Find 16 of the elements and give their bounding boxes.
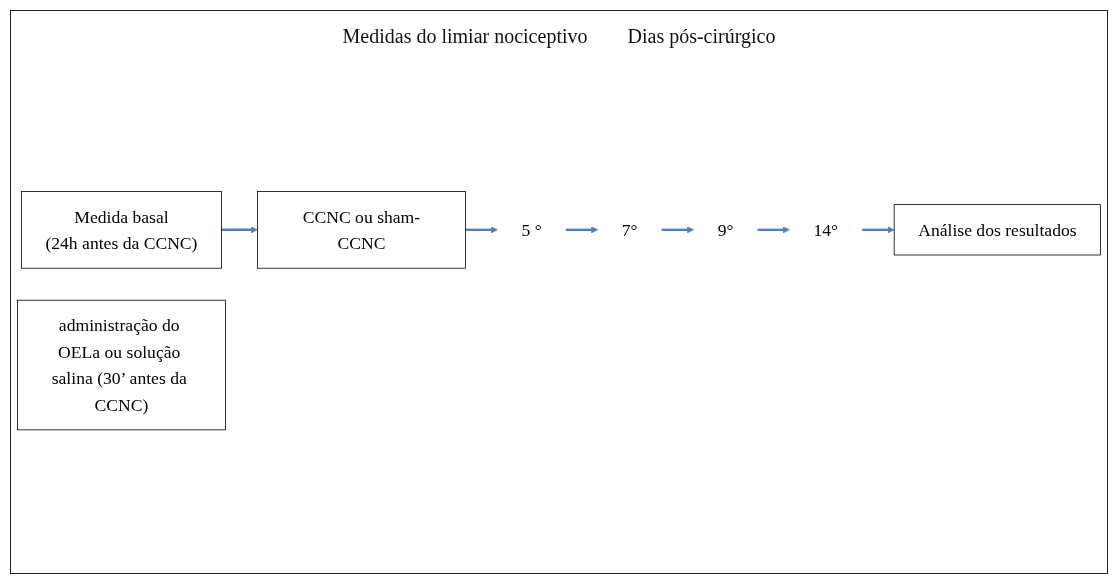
node-box: Medida basal (24h antes da CCNC) (21, 190, 222, 269)
note-label: Medidas do limiar nociceptivo (342, 25, 588, 48)
arrow (661, 226, 694, 234)
node-text: 7° (621, 219, 638, 240)
node-text: 14° (813, 219, 839, 240)
arrow (565, 226, 599, 234)
node-box: Análise dos resultados (893, 204, 1101, 256)
arrow (221, 226, 258, 234)
node-box: CCNC ou sham-CCNC (257, 190, 466, 269)
node-box: administração do OELa ou solução salina (30’ antes da CCNC) (17, 299, 226, 431)
arrow (465, 226, 498, 234)
arrow (757, 226, 790, 234)
note-label: Dias pós-cirúrgico (627, 25, 776, 48)
arrow (862, 226, 895, 234)
node-text: 5 ° (521, 219, 542, 240)
node-text: 9° (717, 219, 734, 240)
